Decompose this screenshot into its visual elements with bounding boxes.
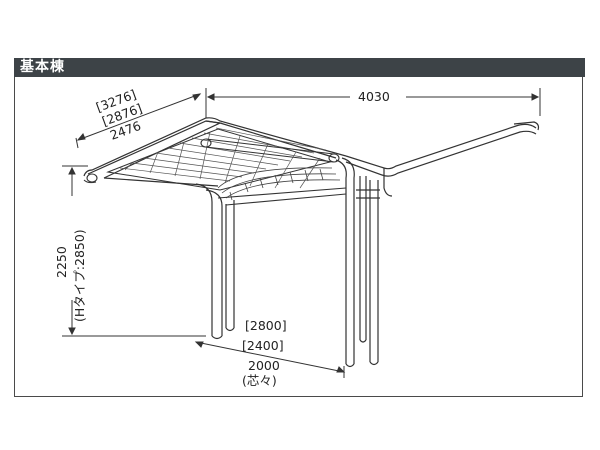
header-bar bbox=[14, 58, 585, 77]
dim-depth-line bbox=[75, 93, 202, 149]
roof-beam bbox=[86, 138, 340, 183]
dim-height-h: (Hタイプ:2850) bbox=[72, 229, 87, 322]
diagram-frame bbox=[14, 77, 583, 397]
right-roof-arm bbox=[345, 121, 540, 197]
dim-span-3: 2000 bbox=[248, 358, 280, 373]
front-left-post-2 bbox=[225, 200, 235, 332]
dim-span-2: [2400] bbox=[242, 338, 284, 353]
dim-span-1: [2800] bbox=[245, 318, 287, 333]
dim-height: 2250 bbox=[54, 246, 69, 278]
dim-span-note: (芯々) bbox=[242, 373, 277, 388]
rear-right-posts bbox=[335, 157, 380, 368]
dim-span-line bbox=[180, 335, 346, 378]
dim-4030-line bbox=[205, 88, 541, 118]
dim-width: 4030 bbox=[358, 89, 390, 104]
front-left-post bbox=[195, 183, 223, 340]
curved-end-sheet bbox=[217, 167, 347, 206]
header-title: 基本棟 bbox=[20, 59, 65, 75]
